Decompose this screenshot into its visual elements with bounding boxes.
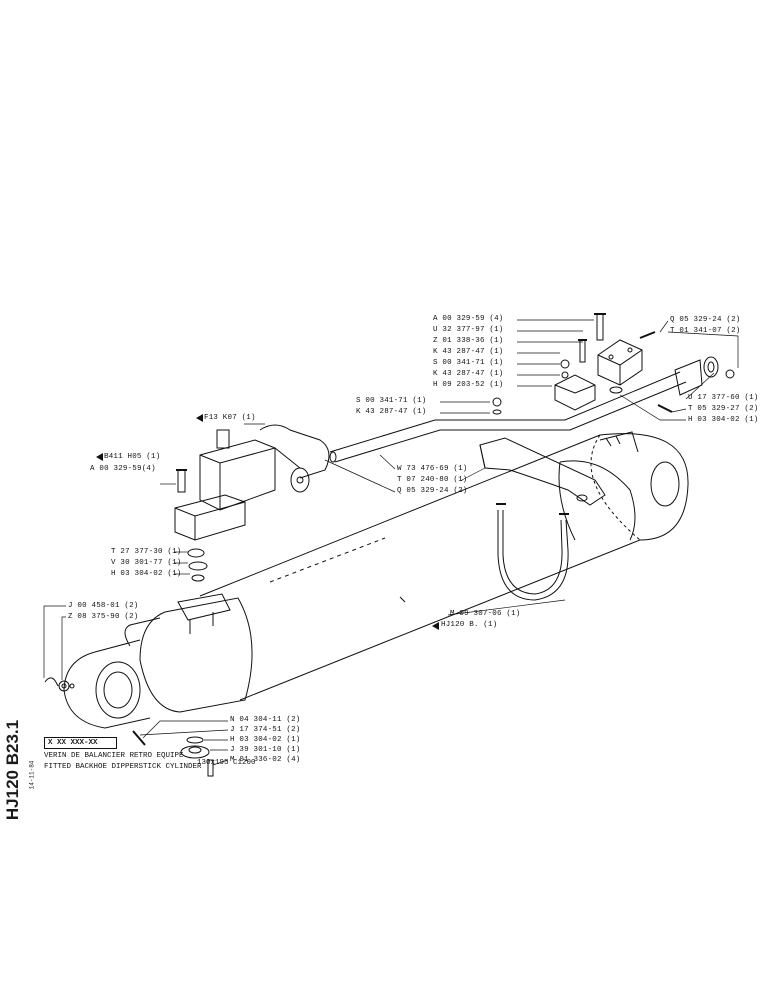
saddle-bracket xyxy=(479,437,606,506)
pipe-flange xyxy=(657,356,735,413)
callout-u17-377-60: U 17 377-60 (1) xyxy=(688,394,759,402)
callout-k43-287-47-b: K 43 287-47 (1) xyxy=(433,370,504,378)
callout-m09-307-06: M 09 307-06 (1) xyxy=(450,610,521,618)
callout-n04-304-11: N 04 304-11 (2) xyxy=(230,716,301,724)
valve-block xyxy=(174,424,330,541)
callout-a00-329-59-top: A 00 329-59 (4) xyxy=(433,315,504,323)
pipe xyxy=(329,371,687,463)
callout-v30-301-77: V 30 301-77 (1) xyxy=(111,559,182,567)
callout-t07-240-80: T 07 240-80 (1) xyxy=(397,476,468,484)
dimensions-label: 130x195 C1200 xyxy=(197,759,256,767)
left-stacked-parts xyxy=(44,469,208,692)
callout-m01-336-02: M 01 336-02 (4) xyxy=(230,756,301,764)
callout-h09-203-52: H 09 203-52 (1) xyxy=(433,381,504,389)
arrow-icon-f13 xyxy=(196,414,203,422)
callout-j00-458-01: J 00 458-01 (2) xyxy=(68,602,139,610)
title-english: FITTED BACKHOE DIPPERSTICK CYLINDER xyxy=(44,763,202,771)
side-reference-text: HJ120 B23.1 xyxy=(3,719,22,821)
callout-hj120-b: HJ120 B. (1) xyxy=(441,621,498,629)
callout-s00-341-71-a: S 00 341-71 (1) xyxy=(433,359,504,367)
callout-j17-374-51: J 17 374-51 (2) xyxy=(230,726,301,734)
title-french: VERIN DE BALANCIER RETRO EQUIPE xyxy=(44,752,184,760)
right-collar xyxy=(558,431,639,541)
callout-w73-476-69: W 73 476-69 (1) xyxy=(397,465,468,473)
callout-t27-377-30: T 27 377-30 (1) xyxy=(111,548,182,556)
cylinder-barrel xyxy=(199,433,689,701)
callout-s00-341-71-b: S 00 341-71 (1) xyxy=(356,397,427,405)
clamp-block xyxy=(554,313,656,411)
callout-k43-287-47-c: K 43 287-47 (1) xyxy=(356,408,427,416)
side-reference: HJ120 B23.1 xyxy=(2,720,24,820)
title-code: X XX XXX-XX xyxy=(48,739,98,747)
callout-h03-304-02-right: H 03 304-02 (1) xyxy=(688,416,759,424)
reference-arrow-icons xyxy=(96,414,439,630)
callout-h03-304-02-bottom: H 03 304-02 (1) xyxy=(230,736,301,744)
title-code-box: X XX XXX-XX xyxy=(44,737,117,749)
callout-t05-329-27: T 05 329-27 (2) xyxy=(688,405,759,413)
callout-b411-h05: B411 H05 (1) xyxy=(104,453,161,461)
callout-z01-338-36: Z 01 338-36 (1) xyxy=(433,337,504,345)
arrow-icon-b411 xyxy=(96,453,103,461)
callout-u32-377-97: U 32 377-97 (1) xyxy=(433,326,504,334)
bottom-parts xyxy=(132,730,214,777)
callout-q05-329-24-top: Q 05 329-24 (2) xyxy=(670,316,741,324)
small-nuts xyxy=(492,397,502,415)
side-date-text: 14-11-84 xyxy=(28,760,36,790)
callout-k43-287-47-a: K 43 287-47 (1) xyxy=(433,348,504,356)
callout-q05-329-24-mid: Q 05 329-24 (2) xyxy=(397,487,468,495)
callout-a00-329-59-left: A 00 329-59(4) xyxy=(90,465,156,473)
callout-z08-375-90: Z 08 375-90 (2) xyxy=(68,613,139,621)
callout-t01-341-07: T 01 341-07 (2) xyxy=(670,327,741,335)
u-bolt xyxy=(496,503,569,601)
arrow-icon-hj120 xyxy=(432,622,439,630)
side-date: 14-11-84 xyxy=(26,750,38,800)
callout-h03-304-02-left: H 03 304-02 (1) xyxy=(111,570,182,578)
callout-j39-301-10: J 39 301-10 (1) xyxy=(230,746,301,754)
cylinder-head xyxy=(63,593,253,729)
leader-lines xyxy=(43,319,739,766)
callout-f13-k07: F13 K07 (1) xyxy=(204,414,256,422)
